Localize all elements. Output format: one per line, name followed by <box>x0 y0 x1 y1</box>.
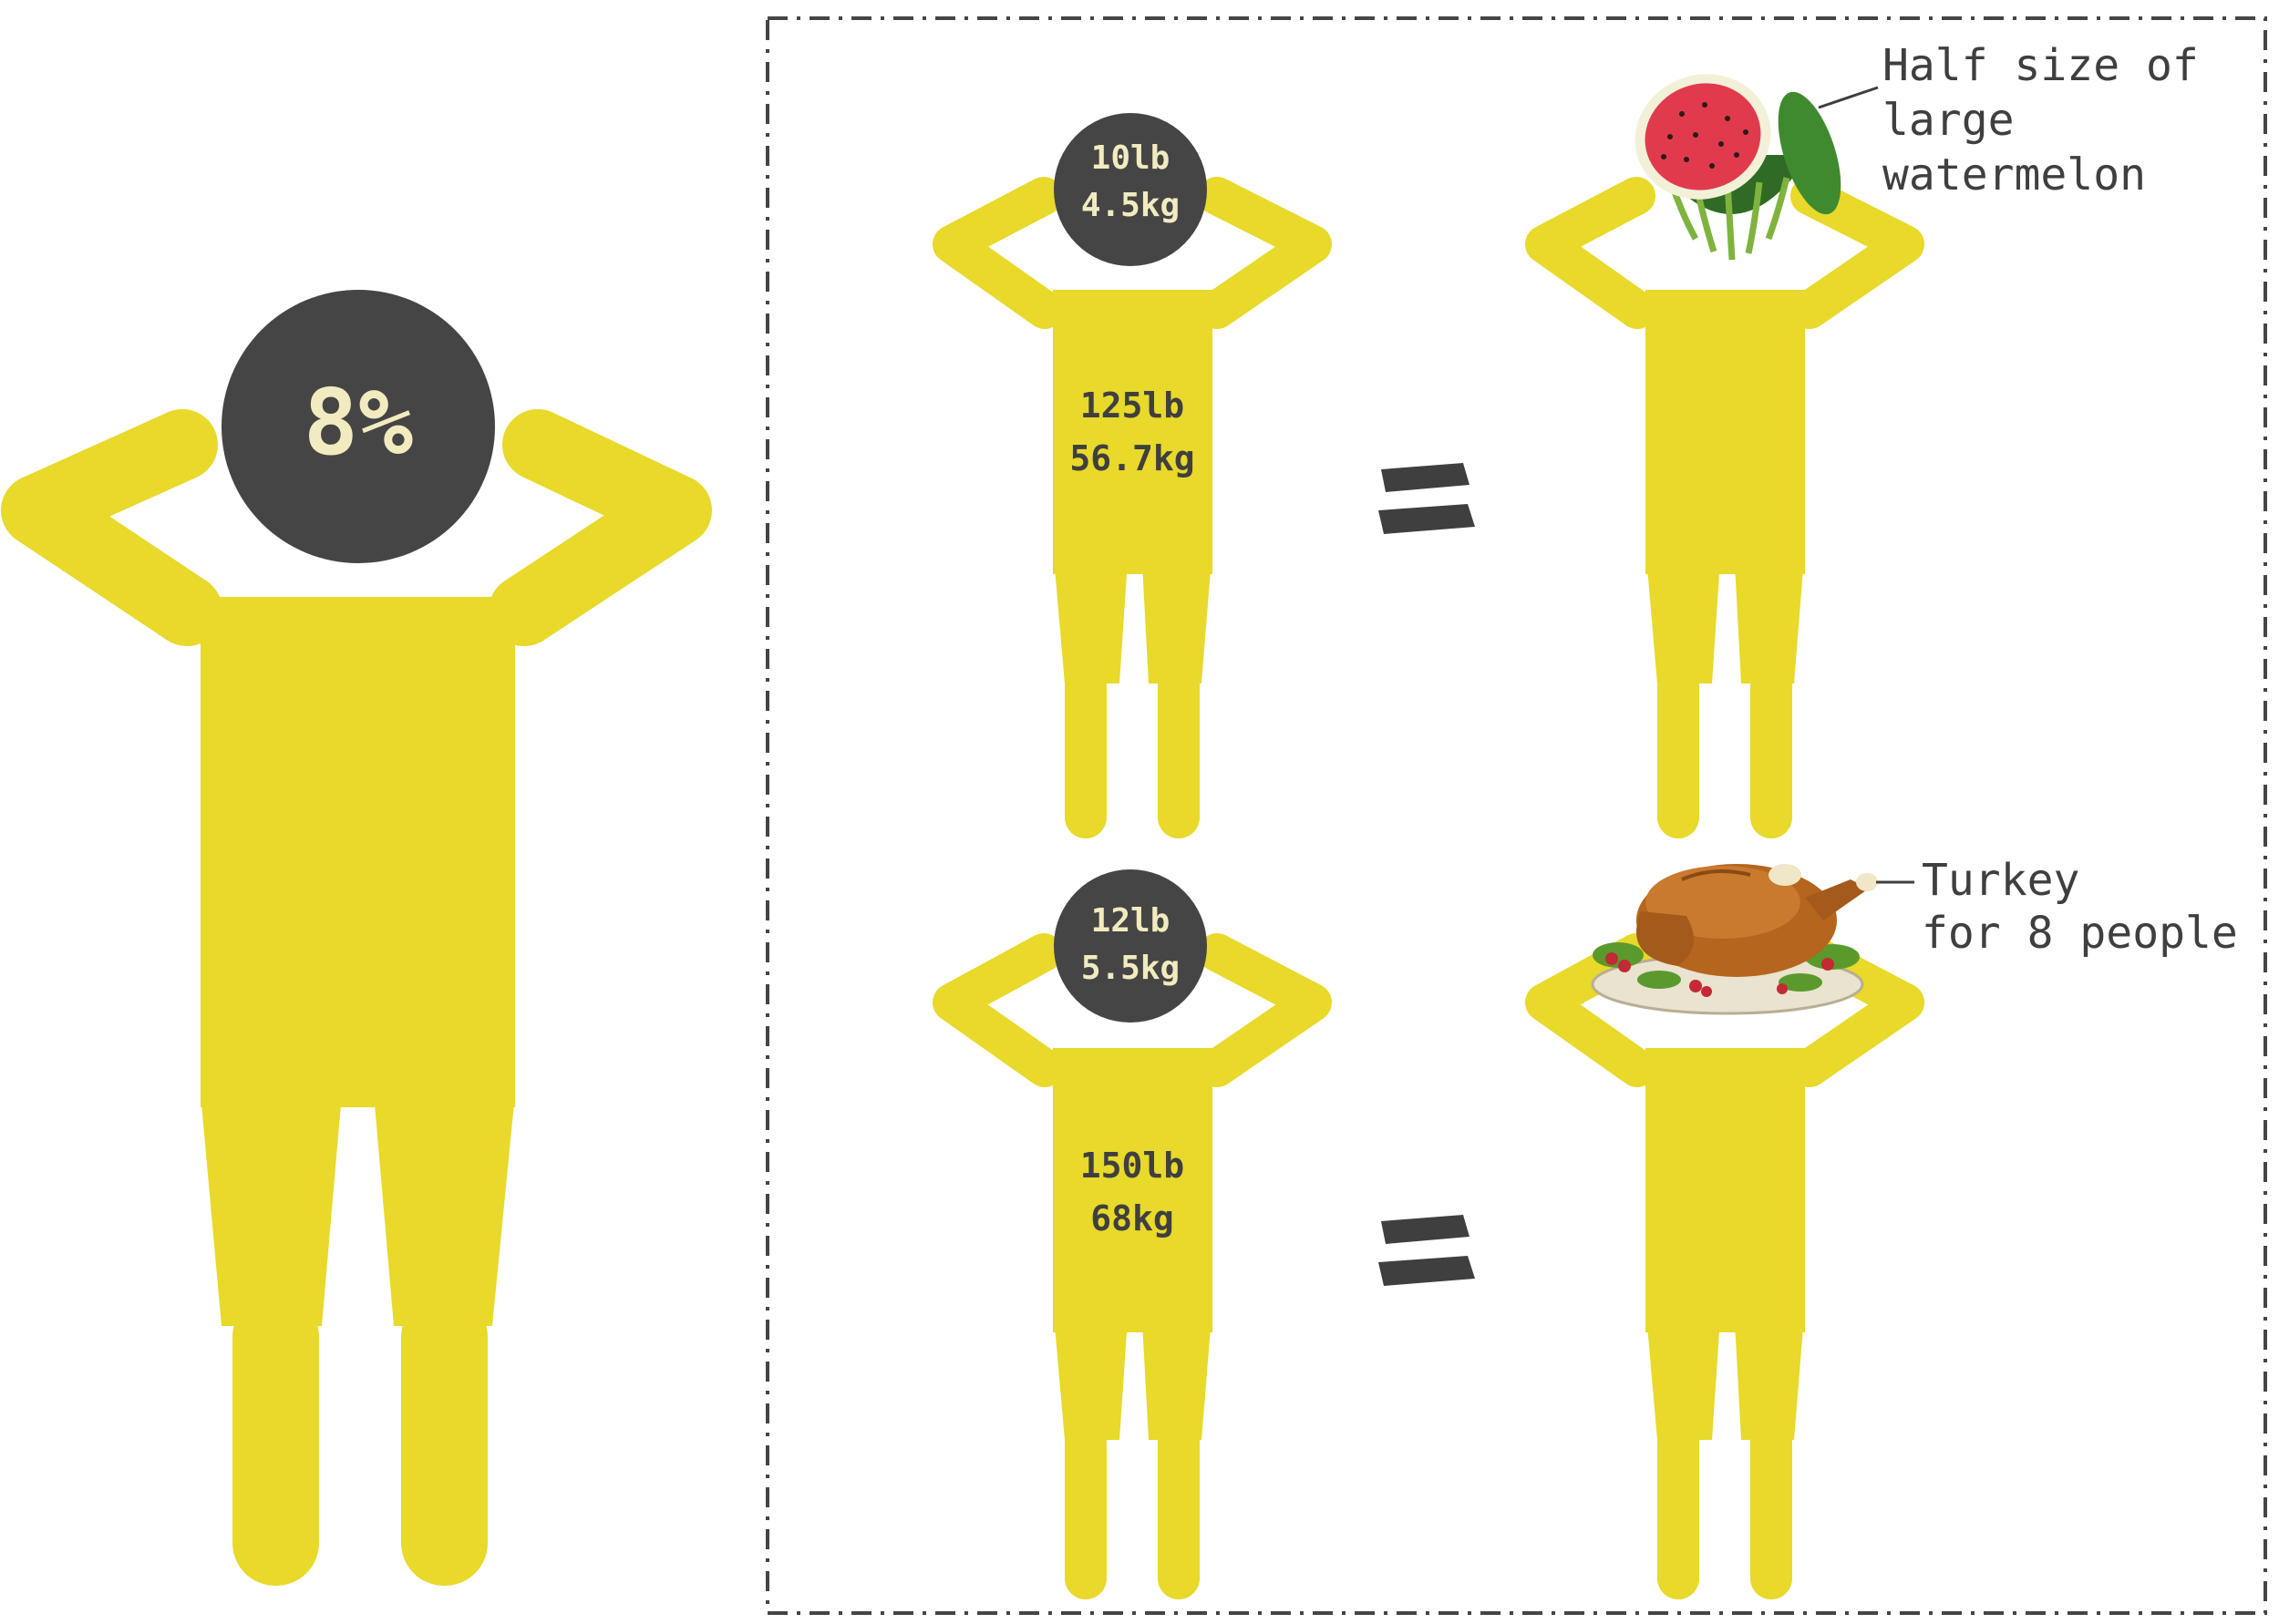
turkey-caption-line1: Turkey <box>1922 855 2079 906</box>
large-person-figure: 8% <box>1 290 712 1586</box>
watermelon-caption: Half size of large watermelon <box>1818 40 2199 200</box>
body-weight-lb: 150lb <box>1080 1146 1184 1186</box>
watermelon-icon <box>1634 74 1841 261</box>
head-weight-lb: 10lb <box>1091 139 1170 177</box>
percentage-label: 8% <box>304 369 413 476</box>
watermelon-caption-line2: large <box>1882 95 2015 146</box>
watermelon-caption-line3: watermelon <box>1882 149 2146 200</box>
head-weight-circle <box>1054 113 1207 266</box>
comparison-frame <box>766 16 2267 1615</box>
head-weight-kg: 4.5kg <box>1081 187 1180 224</box>
person-figure-row2: 12lb 5.5kg 150lb 68kg <box>933 869 1332 1599</box>
head-weight-lb: 12lb <box>1091 902 1170 940</box>
turkey-caption: Turkey for 8 people <box>1876 855 2238 959</box>
body-weight-kg: 56.7kg <box>1069 438 1194 478</box>
roast-turkey-icon <box>1591 864 1878 1015</box>
equals-sign-row2 <box>1378 1215 1475 1286</box>
person-figure-row1: 10lb 4.5kg 125lb 56.7kg <box>933 113 1332 838</box>
body-weight-lb: 125lb <box>1080 385 1184 426</box>
body-weight-kg: 68kg <box>1090 1198 1174 1239</box>
watermelon-caption-line1: Half size of <box>1882 40 2199 91</box>
equals-sign-row1 <box>1378 463 1475 534</box>
head-weight-circle <box>1054 869 1207 1023</box>
large-head-circle <box>222 290 495 563</box>
person-figure-turkey <box>1525 933 1924 1599</box>
person-figure-watermelon <box>1525 177 1924 838</box>
head-weight-kg: 5.5kg <box>1081 950 1180 987</box>
turkey-caption-line2: for 8 people <box>1922 908 2238 959</box>
